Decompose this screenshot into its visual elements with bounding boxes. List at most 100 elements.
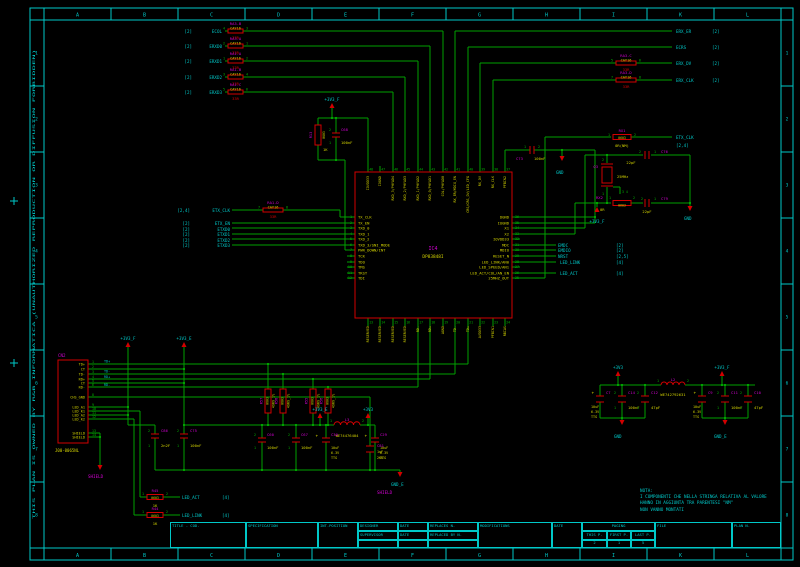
pin-number: 11 [92,411,96,415]
pin-number: 1 [350,215,352,219]
net-label: EMDIO [558,248,571,253]
connector-pin-name: TD+ [79,362,85,366]
net-label: ERX_DV [676,61,692,66]
pin-number: 1 [142,510,144,514]
date-cell: DATE [398,522,428,531]
net-label: [4] [616,260,624,265]
junction-dot [620,383,624,387]
component-value: 6.3V [693,410,701,414]
pin-number: 13 [369,321,373,325]
net-label: [2] [712,61,720,66]
ic-pin-name: CRS/CRS_DV/LED_CFG [466,176,470,213]
component-value: 1K [323,147,328,152]
net-label: [2] [712,45,720,50]
ic-pin-name: X2 [504,232,509,237]
pin-number: 9 [350,260,352,264]
net-label: [2,4] [676,143,689,148]
junction-dot [324,468,328,472]
junction-dot [182,381,186,385]
pin-number: 35 [515,221,519,225]
power-arrow [317,413,323,418]
net-label: [4] [222,513,230,518]
component-value: 2KV [377,456,383,460]
component-ref: R58 [275,398,279,405]
component-ref: C73 [516,156,523,161]
component-ref: C86 [161,428,169,433]
component-value: 100nF [301,445,313,450]
zone-letter: K [679,13,682,19]
ic-pin-name: RESERVED [366,326,370,342]
component-value: 0R [600,207,605,212]
specification-cell: SPECIFICATION [246,522,318,548]
component-value: 100nF [190,443,202,448]
junction-dot [368,468,372,472]
zone-letter: C [210,13,213,19]
ic-pin-name: RESET_N [493,254,510,259]
ic-pin-name: TX_CLK [358,215,372,220]
pin-number: 2 [637,391,639,395]
pin-number: 25 [515,276,519,280]
pin-number: 32 [515,237,519,241]
net-label: [2] [184,90,192,95]
power-arrow [329,103,335,108]
junction-dot [720,383,724,387]
net-label: 33R [232,96,240,101]
component-value: TTG [591,415,597,419]
resistor-body [227,43,244,49]
pin-number: 31 [515,243,519,247]
pin-number: 2 [92,365,94,369]
pin-number: 4 [246,73,248,77]
pin-number: 23 [494,321,498,325]
pin-number: 1 [602,192,604,196]
date-cell: DATE [398,531,428,540]
component-ref: C67 [301,432,308,437]
pin-number: 2 [254,433,256,437]
junction-dot [126,413,130,417]
frame-border-outer [29,7,794,561]
ic-pin-name: IOVDD33 [366,176,370,190]
junction-dot [620,416,624,420]
component-body [264,388,272,414]
pin-number: 2 [614,391,616,395]
ic-pin-name: LED_LINK/AN0 [482,260,510,265]
resistor-body [227,74,244,80]
pin-number: 41 [456,168,460,172]
ic-pin-name: RESERVED [403,326,407,342]
pin-number: 3 [350,226,352,230]
net-label: 33R [623,84,631,89]
pin-number: 33 [515,232,519,236]
ic-pin-name: COL/PHYAD0 [441,176,445,196]
component-body [309,388,317,414]
zone-number: 8 [786,513,789,519]
pin-number: 39 [481,168,485,172]
net-label: RD+ [104,375,110,379]
zone-number: 5 [35,315,38,321]
component-ref: RA3-C [620,53,631,58]
pin-number: 7 [611,76,613,80]
zone-number: 7 [786,447,789,453]
ic-pin-name: TRST [358,271,368,276]
connector-pin-name: LED_A1 [72,405,85,409]
component-ref: R13 [309,132,313,139]
ic-pin-name: 25MHZ_OUT [488,276,509,281]
component-value: CAY16 [621,59,632,63]
zone-number: 4 [786,249,789,255]
first-p-cell: FIRST P. [607,531,631,540]
pin-number: 2 [329,128,331,132]
power-arrow [719,371,725,376]
pin-number: 1 [608,133,610,137]
ic-pin-name: PWR_DOWN/INT [358,248,386,253]
component-value: 6.3V [380,451,388,455]
component-value: 0603 [618,204,626,208]
pin-number: 2 [166,510,168,514]
ic-pin-name: RX_ER/MDIX_EN [453,176,457,203]
net-label: ETXD2 [217,238,230,243]
replaces-cell: REPLACES N. [428,522,478,531]
pin-number: 1 [717,406,719,410]
component-value: 10uF [693,405,701,409]
junction-dot [281,423,285,427]
resistor-body [227,89,244,95]
connector-pin-name: RD+ [79,377,85,381]
junction-dot [373,468,377,472]
resistor-body [615,60,637,66]
